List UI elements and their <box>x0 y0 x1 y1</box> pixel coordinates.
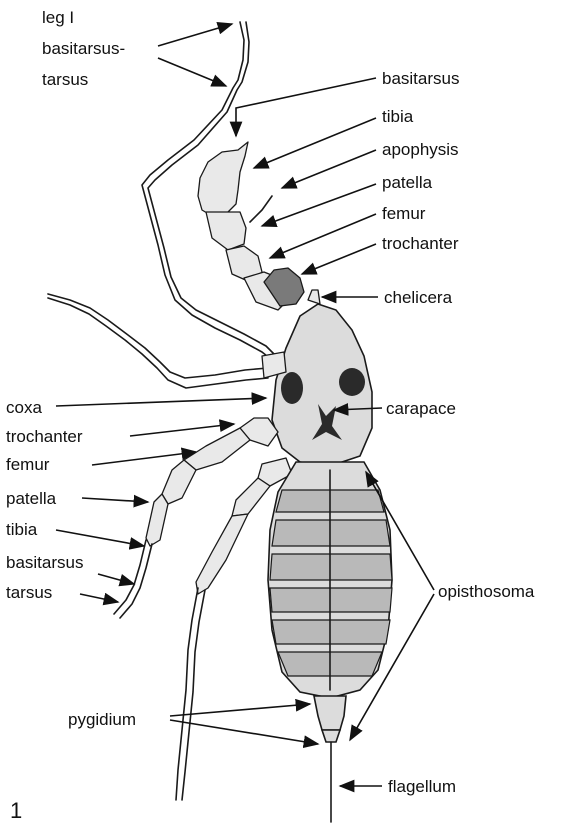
chelicera-shape <box>308 290 320 304</box>
arrow-leg-one <box>158 24 232 46</box>
label-leg-one: leg I <box>42 8 74 27</box>
label-basitarsus-tarsus-line1: basitarsus- <box>42 39 125 58</box>
label-left-patella: patella <box>6 489 57 508</box>
arrow-left-patella <box>82 498 148 502</box>
label-opisthosoma: opisthosoma <box>438 582 535 601</box>
arrow-left-tarsus <box>80 594 118 602</box>
arrow-basitarsus-tarsus <box>158 58 226 86</box>
arrow-apophysis <box>282 150 376 188</box>
arrow-patella <box>262 184 376 226</box>
arrow-coxa <box>56 398 266 406</box>
label-trochanter: trochanter <box>382 234 459 253</box>
animal-illustration <box>48 22 392 822</box>
label-pygidium: pygidium <box>68 710 136 729</box>
label-tibia: tibia <box>382 107 414 126</box>
arrow-trochanter <box>302 244 376 274</box>
arrow-pygidium-lower <box>170 720 318 744</box>
label-left-trochanter: trochanter <box>6 427 83 446</box>
opisthosoma-shape <box>268 462 392 698</box>
label-carapace: carapace <box>386 399 456 418</box>
label-left-tarsus: tarsus <box>6 583 52 602</box>
label-basitarsus: basitarsus <box>382 69 459 88</box>
label-coxa: coxa <box>6 398 42 417</box>
arrow-left-basitarsus <box>98 574 134 584</box>
label-patella: patella <box>382 173 433 192</box>
label-left-tibia: tibia <box>6 520 38 539</box>
label-left-basitarsus: basitarsus <box>6 553 83 572</box>
label-femur: femur <box>382 204 426 223</box>
pedipalp <box>198 142 304 310</box>
label-basitarsus-tarsus-line2: tarsus <box>42 70 88 89</box>
arrow-left-trochanter <box>130 424 234 436</box>
arrow-femur <box>270 214 376 258</box>
carapace-shape <box>272 304 372 466</box>
arrow-tibia <box>254 118 376 168</box>
labels: leg I basitarsus- tarsus basitarsus tibi… <box>6 8 535 823</box>
label-apophysis: apophysis <box>382 140 459 159</box>
label-left-femur: femur <box>6 455 50 474</box>
pygidium-shape <box>314 696 346 742</box>
label-chelicera: chelicera <box>384 288 453 307</box>
leg-two-left <box>48 294 268 388</box>
label-flagellum: flagellum <box>388 777 456 796</box>
figure-number: 1 <box>10 798 22 823</box>
arrow-left-tibia <box>56 530 144 546</box>
leg-three-left <box>114 418 278 618</box>
